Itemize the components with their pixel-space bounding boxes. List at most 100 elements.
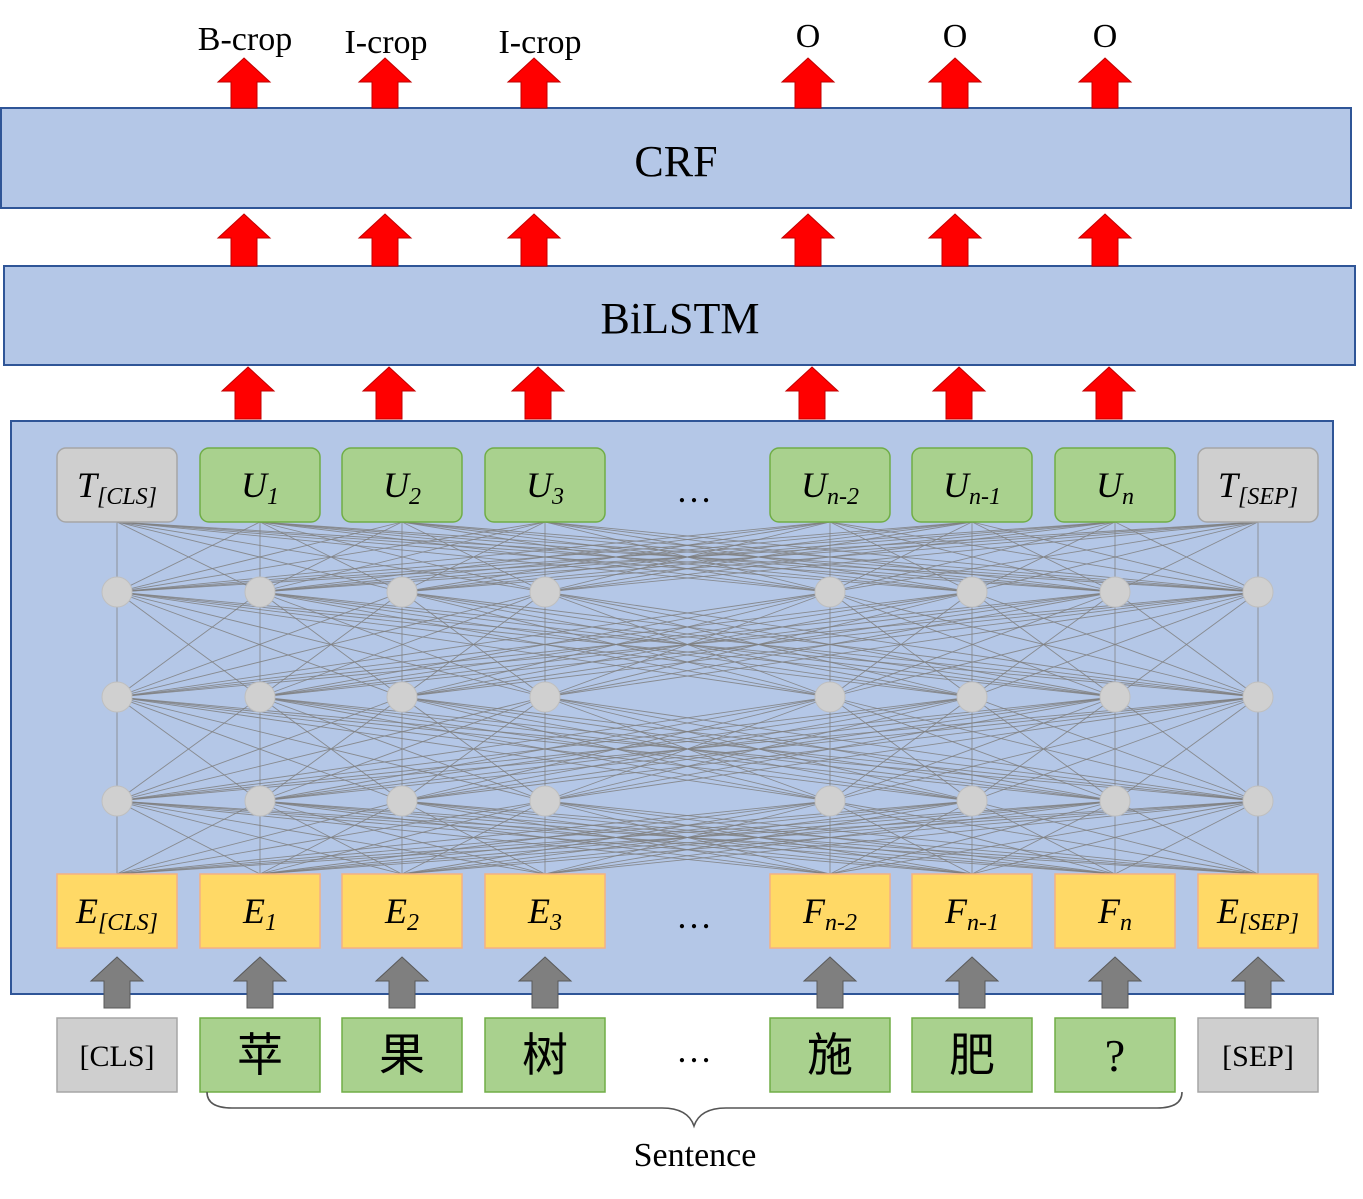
connection-edge <box>116 696 546 802</box>
connection-edge <box>116 521 1116 593</box>
hidden-node <box>1099 576 1131 608</box>
token-representation: U3 <box>484 447 606 523</box>
embedding-box: Fn-1 <box>911 873 1033 949</box>
token-representation-label: U1 <box>241 465 279 510</box>
connection-edge <box>116 591 973 698</box>
crf-input-arrow <box>1077 213 1133 267</box>
connection-edge <box>971 696 1259 802</box>
connection-edge <box>116 521 261 593</box>
connection-edge <box>259 521 1259 593</box>
output-tag: I-crop <box>344 24 427 61</box>
embedding-label: E1 <box>242 891 277 936</box>
connection-edge <box>544 521 1259 593</box>
embedding-label: Fn <box>1097 891 1132 936</box>
input-token-bg <box>769 1017 891 1093</box>
token-representation: Un-1 <box>911 447 1033 523</box>
input-arrow <box>89 956 145 1009</box>
bilstm-label: BiLSTM <box>601 294 760 343</box>
connection-edge <box>116 591 261 698</box>
special-output-token-label: T[SEP] <box>1218 465 1298 510</box>
special-output-token-bg <box>1197 447 1319 523</box>
connection-edge <box>971 800 1259 875</box>
input-token-bg <box>199 1017 321 1093</box>
hidden-node <box>1242 576 1274 608</box>
input-token-label: [SEP] <box>1222 1040 1294 1073</box>
hidden-node <box>244 681 276 713</box>
embedding-bg <box>56 873 178 949</box>
special-output-token: T[SEP] <box>1197 447 1319 523</box>
input-arrow <box>802 956 858 1009</box>
hidden-node <box>1242 681 1274 713</box>
input-arrow <box>944 956 1000 1009</box>
input-arrow <box>232 956 288 1009</box>
input-token-bg <box>484 1017 606 1093</box>
connection-edge <box>971 521 1259 593</box>
output-arrow <box>357 57 413 109</box>
hidden-node <box>386 576 418 608</box>
output-tag: O <box>796 18 821 55</box>
input-token-label: 肥 <box>949 1030 995 1081</box>
transformer-nodes <box>101 576 1274 817</box>
connection-edge <box>116 696 1116 802</box>
hidden-node <box>386 785 418 817</box>
bilstm-layer <box>3 265 1356 366</box>
connection-edge <box>829 521 1259 593</box>
input-arrow <box>1230 956 1286 1009</box>
token-representation: U1 <box>199 447 321 523</box>
token-representation: Un <box>1054 447 1176 523</box>
connection-edge <box>259 800 1259 875</box>
token-representation-bg <box>1054 447 1176 523</box>
token-representation-bg <box>341 447 463 523</box>
connection-edge <box>116 800 1259 875</box>
bilstm-input-arrow <box>931 366 987 420</box>
hidden-node <box>814 576 846 608</box>
token-representation-bg <box>911 447 1033 523</box>
hidden-node <box>244 785 276 817</box>
connection-edge <box>116 696 831 802</box>
token-representation-bg <box>199 447 321 523</box>
special-input-token: [SEP] <box>1197 1017 1319 1093</box>
connection-edge <box>544 696 1259 802</box>
token-representation-label: Un-2 <box>801 465 859 510</box>
connection-edge <box>971 591 1259 698</box>
input-char: ? <box>1054 1017 1176 1093</box>
bilstm-input-arrow <box>1081 366 1137 420</box>
connection-edge <box>116 800 1116 875</box>
connection-edge <box>1114 800 1259 875</box>
crf-input-arrow <box>216 213 272 267</box>
hidden-node <box>529 785 561 817</box>
crf-input-arrow <box>780 213 836 267</box>
input-arrow <box>517 956 573 1009</box>
embedding-box: E[CLS] <box>56 873 178 949</box>
ellipsis-top: … <box>676 470 712 510</box>
embedding-bg <box>1054 873 1176 949</box>
connection-edge <box>116 591 1259 698</box>
flow-arrows <box>89 57 1286 1009</box>
connection-edge <box>829 591 1259 698</box>
hidden-node <box>814 785 846 817</box>
crf-label: CRF <box>634 137 717 186</box>
sentence-brace <box>206 1091 1183 1129</box>
connection-edge <box>116 800 403 875</box>
connection-edge <box>116 521 403 593</box>
ellipsis-inputs: … <box>676 1030 712 1070</box>
token-representation-bg <box>769 447 891 523</box>
connection-edge <box>116 696 973 802</box>
hidden-node <box>956 681 988 713</box>
hidden-node <box>529 681 561 713</box>
input-arrow <box>1087 956 1143 1009</box>
input-char: 肥 <box>911 1017 1033 1093</box>
crf-layer <box>0 107 1352 209</box>
embedding-label: E[CLS] <box>75 891 158 936</box>
connection-edge <box>544 800 1259 875</box>
input-char: 果 <box>341 1017 463 1093</box>
input-token-bg <box>1197 1017 1319 1093</box>
connection-edge <box>116 591 403 698</box>
embedding-bg <box>199 873 321 949</box>
input-char: 树 <box>484 1017 606 1093</box>
connection-edge <box>116 800 831 875</box>
crf-input-arrow <box>927 213 983 267</box>
hidden-node <box>956 576 988 608</box>
hidden-node <box>244 576 276 608</box>
embedding-label: Fn-2 <box>802 891 857 936</box>
